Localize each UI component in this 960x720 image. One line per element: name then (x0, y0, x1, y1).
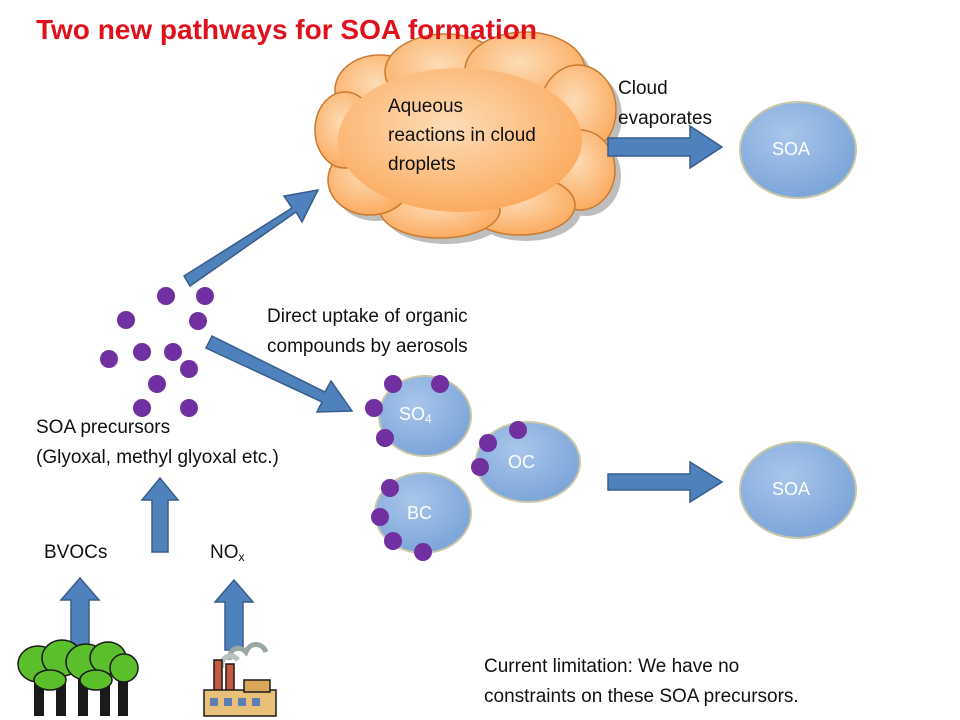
molecule (148, 375, 166, 393)
molecule (371, 508, 389, 526)
molecule (376, 429, 394, 447)
molecule (133, 343, 151, 361)
molecule (384, 532, 402, 550)
cloud-label-line: droplets (388, 154, 456, 175)
cloud-label: Aqueous reactions in cloud droplets (388, 92, 598, 179)
limitation-note: Current limitation: We have no constrain… (484, 652, 799, 712)
molecule (133, 399, 151, 417)
soa-bottom-label: SOA (772, 479, 811, 499)
arrow-aerosol-to-soa (607, 460, 724, 504)
molecule (180, 399, 198, 417)
label-line: SOA precursors (36, 417, 171, 438)
molecule (100, 350, 118, 368)
label-line: Current limitation: We have no (484, 656, 740, 677)
molecule (381, 479, 399, 497)
so4-particle (378, 375, 472, 457)
soa-top-label: SOA (772, 139, 811, 159)
oc-label: OC (508, 452, 535, 472)
so4-subscript: 4 (425, 412, 432, 426)
arrow-trees-to-bvocs (59, 576, 101, 649)
molecule (196, 287, 214, 305)
molecule (414, 543, 432, 561)
cloud-label-line: Aqueous (388, 96, 464, 117)
molecule (164, 343, 182, 361)
cloud-label-line: reactions in cloud (388, 125, 536, 146)
molecule (157, 287, 175, 305)
soa-bubble-bottom (739, 441, 857, 539)
bvocs-label: BVOCs (44, 542, 108, 563)
molecule (365, 399, 383, 417)
arrow-cloud-to-soa (607, 124, 724, 170)
adsorbed-molecules (365, 375, 527, 561)
tree-icon (17, 639, 139, 716)
precursor-molecules (100, 287, 214, 417)
arrow-to-cloud (182, 189, 320, 288)
label-line: constraints on these SOA precursors. (484, 686, 799, 707)
nox-base: NO (210, 542, 239, 563)
nox-subscript: x (238, 550, 245, 564)
direct-uptake-label: Direct uptake of organic compounds by ae… (267, 302, 468, 362)
soa-bubble-top (739, 101, 857, 199)
label-line: compounds by aerosols (267, 336, 468, 357)
molecule (117, 311, 135, 329)
molecule (384, 375, 402, 393)
molecule (180, 360, 198, 378)
molecule (471, 458, 489, 476)
molecule (189, 312, 207, 330)
precursors-label: SOA precursors (Glyoxal, methyl glyoxal … (36, 413, 279, 473)
factory-icon (203, 642, 277, 717)
bc-label: BC (407, 503, 433, 523)
cloud-evaporates-label: Cloud evaporates (618, 74, 712, 134)
so4-base: SO (399, 404, 426, 424)
page-title: Two new pathways for SOA formation (36, 14, 537, 45)
nox-label: NOx (210, 538, 245, 572)
molecule (509, 421, 527, 439)
arrow-factory-to-nox (213, 578, 255, 651)
molecule (479, 434, 497, 452)
arrow-up-to-precursors (140, 476, 180, 553)
label-line: evaporates (618, 108, 713, 129)
label-line: (Glyoxal, methyl glyoxal etc.) (36, 447, 279, 468)
label-line: Cloud (618, 78, 668, 99)
cloud (314, 31, 622, 244)
arrow-to-aerosols (204, 334, 354, 413)
so4-label: SO4 (399, 404, 432, 426)
label-line: Direct uptake of organic (267, 306, 468, 327)
molecule (431, 375, 449, 393)
